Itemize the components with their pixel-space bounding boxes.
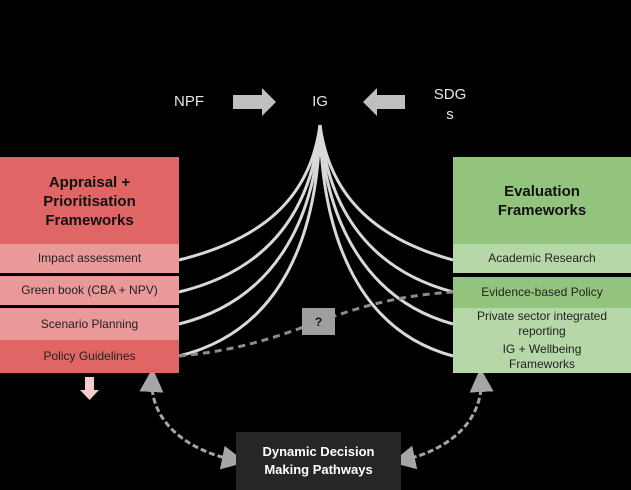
curve-right-2 <box>318 124 454 294</box>
appraisal-title-line2: Prioritisation <box>43 193 136 210</box>
left-row-policy: Policy Guidelines <box>0 340 179 373</box>
npf-label: NPF <box>174 93 204 110</box>
evaluation-title-line2: Frameworks <box>497 202 587 219</box>
curve-right-1 <box>318 124 454 262</box>
sdgs-label-line1: SDG <box>433 86 467 103</box>
appraisal-title-bg <box>0 157 179 244</box>
down-arrow-icon <box>80 377 99 400</box>
curve-left-3 <box>178 124 322 326</box>
left-row-scenario: Scenario Planning <box>0 308 179 340</box>
dynamic-pathways-line1: Dynamic Decision <box>262 444 375 459</box>
curve-left-2 <box>178 124 322 294</box>
left-row-impact: Impact assessment <box>0 244 179 275</box>
evaluation-title: Evaluation Frameworks <box>453 182 631 220</box>
right-row-wellbeing: IG + Wellbeing Frameworks <box>453 340 631 373</box>
curve-left-1 <box>178 124 322 262</box>
appraisal-panel: Appraisal + Prioritisation Frameworks Im… <box>0 157 179 373</box>
sdgs-label: SDG s <box>425 85 475 125</box>
npf-arrow-icon <box>233 88 276 116</box>
appraisal-title-line3: Frameworks <box>45 212 134 229</box>
curve-right-4 <box>318 124 454 358</box>
appraisal-title: Appraisal + Prioritisation Frameworks <box>0 173 179 230</box>
curve-right-3 <box>318 124 454 326</box>
dynamic-pathways-line2: Making Pathways <box>264 462 373 477</box>
sdgs-label-line2: s <box>446 106 454 123</box>
dynamic-pathways-box: Dynamic Decision Making Pathways <box>236 432 401 490</box>
right-row-evidence: Evidence-based Policy <box>453 277 631 308</box>
curve-left-4 <box>178 124 322 358</box>
evaluation-panel: Evaluation Frameworks Academic Research … <box>453 157 631 373</box>
left-row-greenbook: Green book (CBA + NPV) <box>0 276 179 307</box>
ig-label: IG <box>312 93 328 110</box>
left-loop-arrow <box>139 368 246 470</box>
right-row-private: Private sector integrated reporting <box>453 308 631 340</box>
question-box: ? <box>302 308 335 335</box>
sdgs-arrow-icon <box>363 88 405 116</box>
appraisal-title-line1: Appraisal + <box>48 174 131 191</box>
right-row-academic: Academic Research <box>453 244 631 275</box>
right-loop-arrow <box>391 368 494 470</box>
evaluation-title-line1: Evaluation <box>504 183 580 200</box>
evaluation-title-bg <box>453 157 631 244</box>
